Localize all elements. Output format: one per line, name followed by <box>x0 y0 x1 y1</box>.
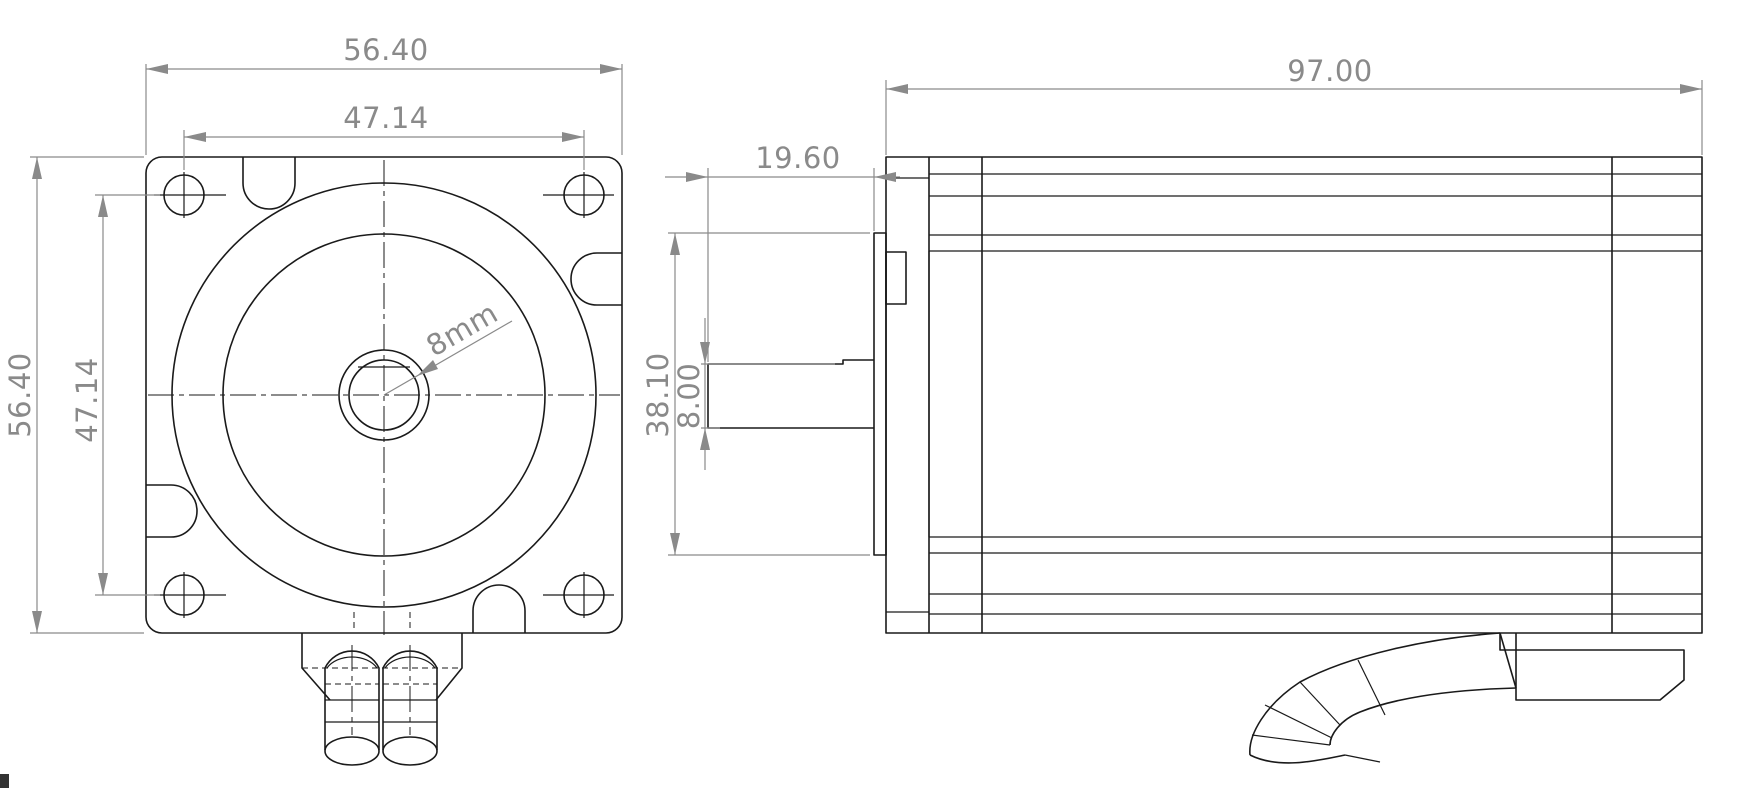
mounting-holes <box>154 172 614 618</box>
side-top-bands <box>929 173 1702 252</box>
corner-mark <box>0 774 9 788</box>
dim-pilot-diameter: 38.10 <box>641 232 870 556</box>
dim-shaft-flat: 8.00 <box>672 318 835 470</box>
front-view: 56.40 47.14 56.40 47.14 <box>3 33 623 766</box>
side-shaft <box>707 359 874 429</box>
dim-front-hole-spacing-y: 47.14 <box>70 194 160 596</box>
side-cable <box>1249 632 1685 764</box>
dim-front-hole-spacing-x-label: 47.14 <box>343 101 429 135</box>
dim-shaft-diameter-label: 8mm <box>420 296 503 364</box>
dim-front-width-overall: 56.40 <box>145 33 623 155</box>
dim-front-height-overall: 56.40 <box>3 156 144 634</box>
notch-right <box>570 252 622 306</box>
dim-front-height-overall-label: 56.40 <box>3 352 37 438</box>
dim-shaft-length-label: 19.60 <box>755 141 841 175</box>
front-connector <box>301 612 463 766</box>
notch-bottom <box>472 584 526 633</box>
side-view: 97.00 19.60 38.10 8.00 <box>641 54 1703 764</box>
dim-front-width-overall-label: 56.40 <box>343 33 429 67</box>
side-body <box>885 156 1703 634</box>
dim-side-length-label: 97.00 <box>1287 54 1373 88</box>
dim-front-hole-spacing-y-label: 47.14 <box>70 357 104 443</box>
side-key <box>885 251 907 305</box>
dim-shaft-diameter: 8mm <box>383 296 513 396</box>
dim-front-hole-spacing-x: 47.14 <box>183 101 585 170</box>
notch-left <box>146 484 198 538</box>
dim-shaft-length: 19.60 <box>665 141 900 362</box>
side-bottom-bands <box>929 536 1702 615</box>
side-pilot <box>873 232 887 556</box>
dim-pilot-diameter-label: 38.10 <box>641 352 675 438</box>
dim-side-length: 97.00 <box>885 54 1703 155</box>
dim-shaft-flat-label: 8.00 <box>672 363 706 430</box>
notch-top <box>242 157 296 210</box>
